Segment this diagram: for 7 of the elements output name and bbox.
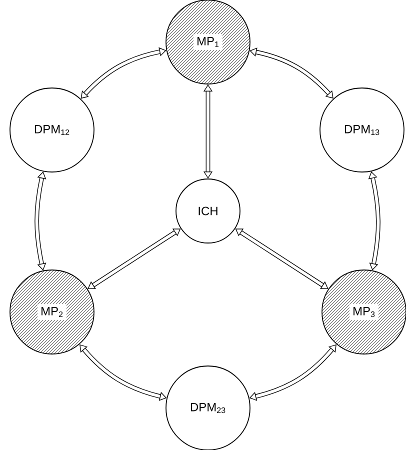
- double-arrow: [88, 228, 181, 289]
- double-arrow: [80, 47, 166, 99]
- circle-node: DPM$_{12}$: [10, 88, 94, 172]
- circle-node: DPM$_{13}$: [320, 88, 404, 172]
- double-arrow: [235, 228, 328, 289]
- double-arrow: [34, 172, 46, 270]
- circle-node: ICH: [176, 178, 240, 244]
